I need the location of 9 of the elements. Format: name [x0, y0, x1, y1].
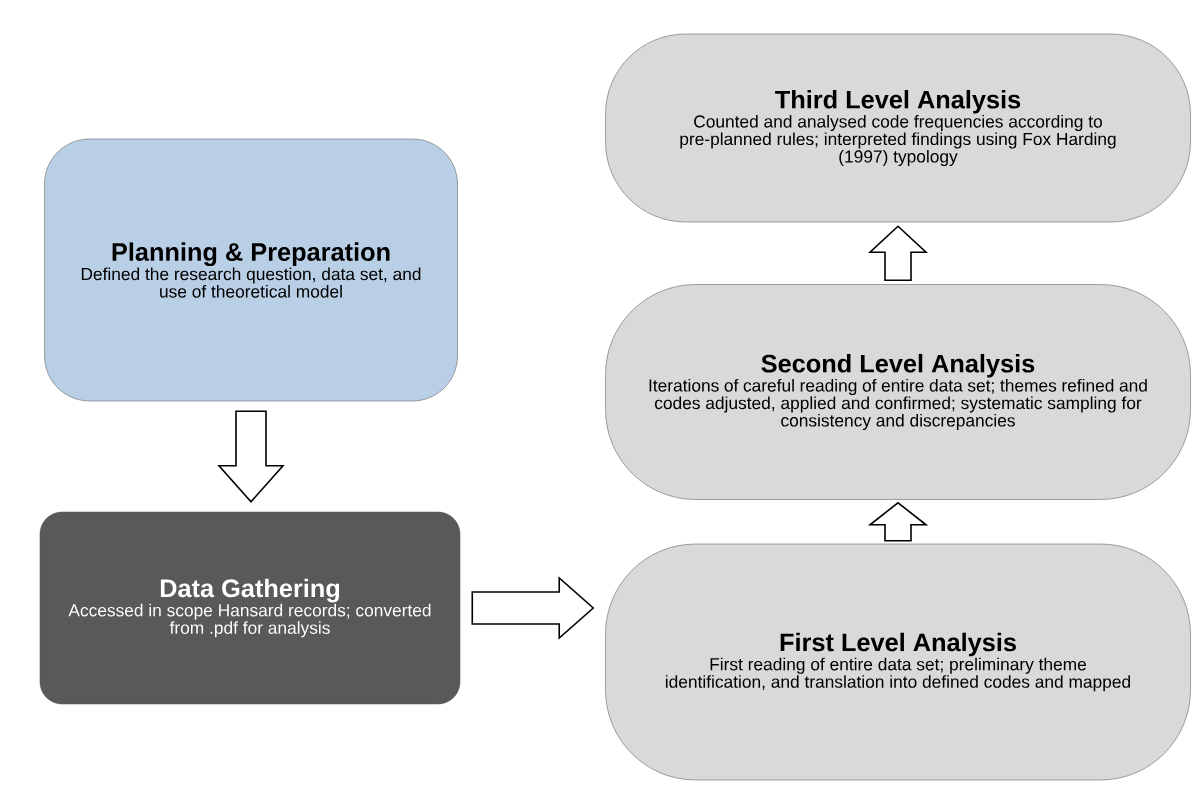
block-arrow	[471, 576, 595, 640]
stage-box: Second Level Analysis Iterations of careful reading of entire data set; themes refined and codes adjusted, applied and confirmed; systematic sampling for consistency and discrepancies	[605, 284, 1191, 500]
stage-box: Third Level Analysis Counted and analysed code frequencies according to pre-planned rules; interpreted findings using Fox Harding (1997) typology	[605, 33, 1191, 223]
stage-box: First Level Analysis First reading of entire data set; preliminary theme identification, and translation into defined codes and mapped	[605, 543, 1191, 781]
process-box: Data Gathering Accessed in scope Hansard records; converted from .pdf for analysis	[39, 511, 461, 705]
block-arrow	[867, 501, 929, 542]
block-arrow	[867, 225, 929, 282]
block-arrow	[217, 410, 285, 503]
process-box: Planning & Preparation Defined the research question, data set, and use of theoretical model	[44, 138, 458, 402]
